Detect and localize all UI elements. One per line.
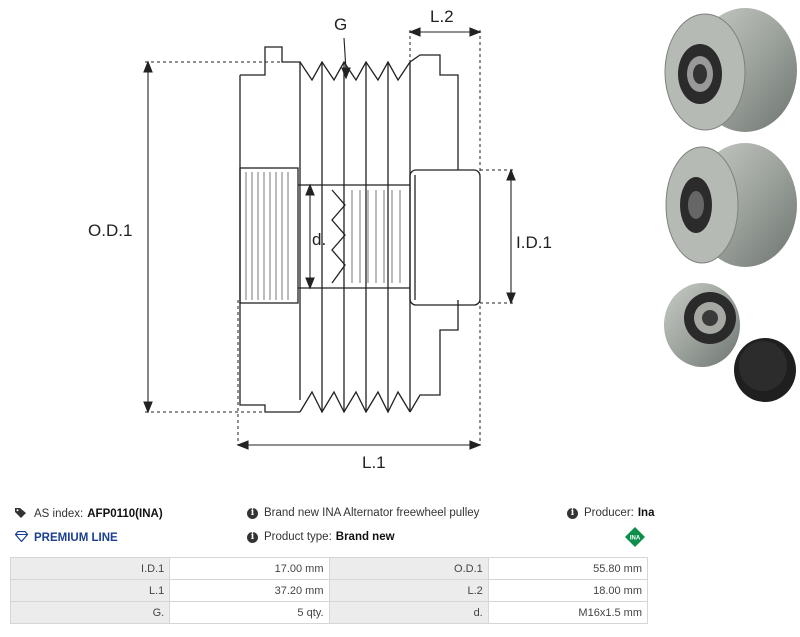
spec-label: I.D.1 <box>9 557 171 580</box>
as-index-label: AS index: <box>34 508 84 520</box>
spec-value: 18.00 mm <box>487 579 649 602</box>
producer-value: Ina <box>637 507 655 519</box>
info-icon: i <box>567 507 578 519</box>
spec-label: L.1 <box>9 579 171 602</box>
pulley-photo-3 <box>664 283 796 402</box>
product-type-value: Brand new <box>335 531 395 543</box>
spec-value: 17.00 mm <box>169 557 330 580</box>
right-hub <box>409 169 481 306</box>
label-l1: L.1 <box>362 453 386 472</box>
table-row: L.1 37.20 mm L.2 18.00 mm <box>9 579 649 602</box>
tags-icon <box>15 507 28 521</box>
product-type-label: Product type: <box>264 531 332 543</box>
pulley-grooves-bottom <box>299 390 411 414</box>
producer-label: Producer: <box>584 507 634 519</box>
spec-value: 37.20 mm <box>169 579 330 602</box>
pulley-technical-drawing: G L.2 O.D.1 d. I.D.1 L.1 <box>88 7 552 472</box>
spec-value: 55.80 mm <box>487 557 649 580</box>
thread <box>331 189 346 284</box>
diamond-icon <box>14 530 29 545</box>
label-d: d. <box>312 230 326 249</box>
spec-label: d. <box>328 601 489 624</box>
table-row: G. 5 qty. d. M16x1.5 mm <box>9 601 649 624</box>
bore <box>298 184 410 289</box>
info-icon: i <box>247 531 258 543</box>
svg-text:INA: INA <box>630 536 641 542</box>
description-text: Brand new INA Alternator freewheel pulle… <box>264 507 480 519</box>
product-photos <box>664 8 797 402</box>
spline-area <box>239 167 299 304</box>
spec-value: 5 qty. <box>169 601 330 624</box>
pulley-photo-1 <box>664 8 797 132</box>
pulley-right-flange <box>409 54 459 413</box>
premium-line: PREMIUM LINE <box>14 530 118 545</box>
as-index: AS index: AFP0110(INA) <box>15 507 163 521</box>
spec-value: M16x1.5 mm <box>487 601 649 624</box>
premium-line-label: PREMIUM LINE <box>34 532 118 544</box>
info-icon: i <box>247 507 258 519</box>
product-type: i Product type: Brand new <box>247 531 395 543</box>
ina-logo: INA <box>625 527 645 547</box>
label-l2: L.2 <box>430 7 454 26</box>
as-index-value: AFP0110(INA) <box>87 508 163 520</box>
specs-table: I.D.1 17.00 mm O.D.1 55.80 mm L.1 37.20 … <box>9 557 649 624</box>
label-od1: O.D.1 <box>88 221 132 240</box>
label-g: G <box>334 15 347 34</box>
label-id1: I.D.1 <box>516 233 552 252</box>
producer: i Producer: Ina <box>567 507 654 519</box>
pulley-photo-2 <box>665 143 797 267</box>
spec-label: O.D.1 <box>328 557 489 580</box>
spec-label: L.2 <box>328 579 489 602</box>
pulley-grooves-top <box>299 60 411 82</box>
description: i Brand new INA Alternator freewheel pul… <box>247 507 479 519</box>
table-row: I.D.1 17.00 mm O.D.1 55.80 mm <box>9 557 649 580</box>
spec-label: G. <box>9 601 171 624</box>
